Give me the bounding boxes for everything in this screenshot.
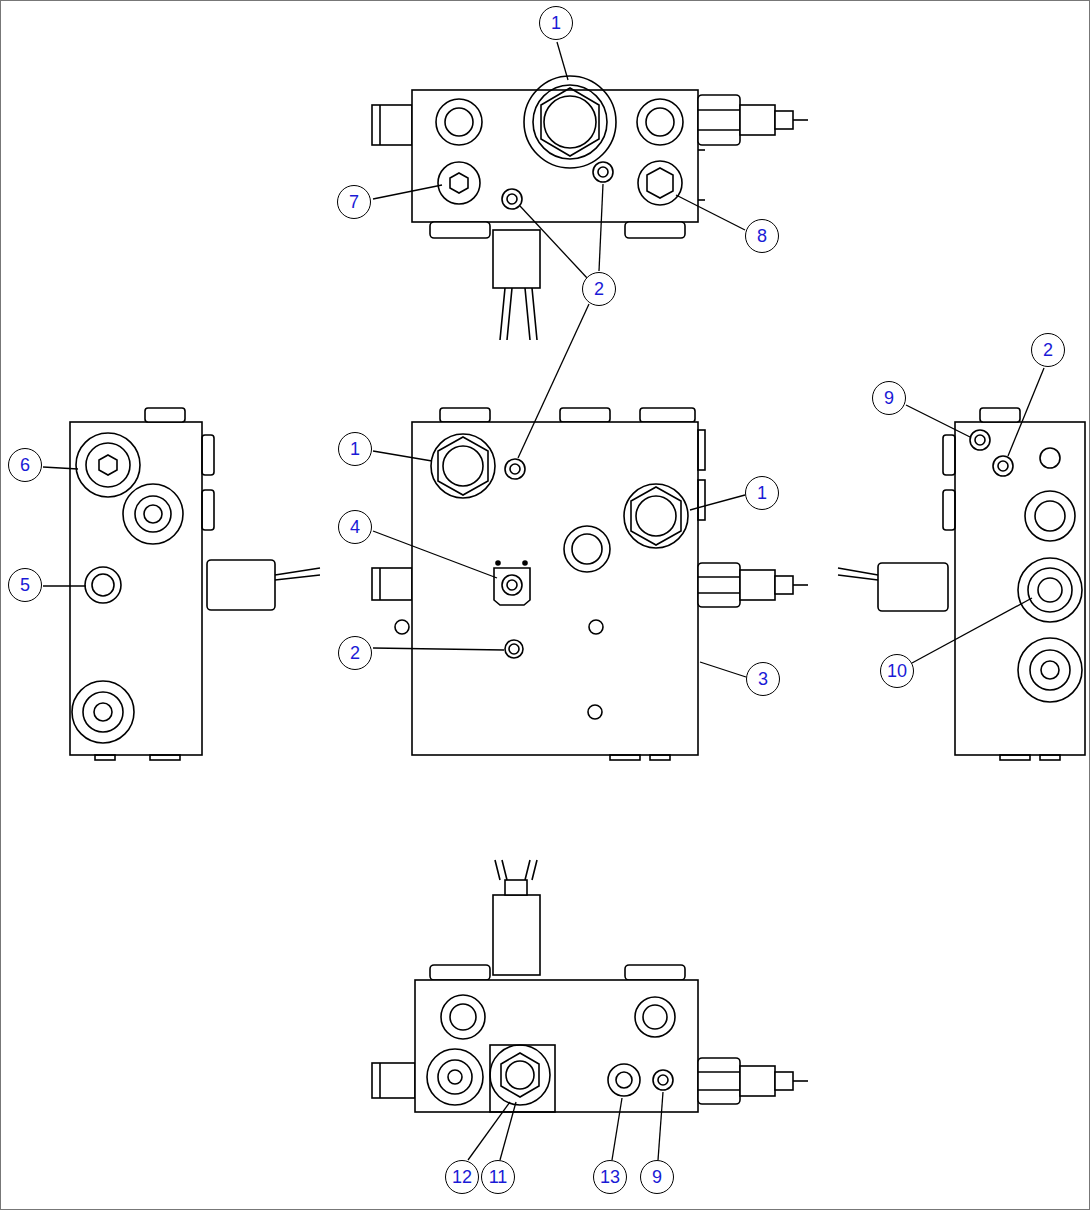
callout-number: 1 bbox=[539, 6, 573, 40]
callout-text: 1 bbox=[350, 440, 360, 458]
callout-number: 3 bbox=[746, 662, 780, 696]
callout-number: 5 bbox=[8, 568, 42, 602]
callout-text: 13 bbox=[600, 1168, 620, 1186]
callout-number: 12 bbox=[445, 1160, 479, 1194]
callout-number: 1 bbox=[338, 432, 372, 466]
callout-text: 1 bbox=[551, 14, 561, 32]
callout-text: 2 bbox=[594, 280, 604, 298]
callout-text: 9 bbox=[884, 389, 894, 407]
callout-text: 12 bbox=[452, 1168, 472, 1186]
callout-number: 2 bbox=[582, 272, 616, 306]
callout-number: 9 bbox=[872, 381, 906, 415]
callout-text: 2 bbox=[1043, 341, 1053, 359]
callout-number: 6 bbox=[8, 448, 42, 482]
callout-text: 11 bbox=[489, 1168, 508, 1186]
callout-text: 7 bbox=[349, 193, 359, 211]
callout-number: 2 bbox=[1031, 333, 1065, 367]
callout-text: 9 bbox=[652, 1168, 662, 1186]
callout-number: 8 bbox=[745, 219, 779, 253]
callout-text: 8 bbox=[757, 227, 767, 245]
callout-number: 10 bbox=[880, 654, 914, 688]
callout-number: 11 bbox=[481, 1160, 515, 1194]
callout-number: 13 bbox=[593, 1160, 627, 1194]
callout-text: 10 bbox=[887, 662, 907, 680]
callout-number: 4 bbox=[338, 510, 372, 544]
callout-text: 5 bbox=[20, 576, 30, 594]
callout-number: 9 bbox=[640, 1160, 674, 1194]
callout-text: 3 bbox=[758, 670, 768, 688]
callout-text: 2 bbox=[350, 644, 360, 662]
callout-text: 6 bbox=[20, 456, 30, 474]
callout-number: 7 bbox=[337, 185, 371, 219]
callout-text: 1 bbox=[757, 484, 767, 502]
callout-number: 1 bbox=[745, 476, 779, 510]
callout-text: 4 bbox=[350, 518, 360, 536]
callout-number: 2 bbox=[338, 636, 372, 670]
